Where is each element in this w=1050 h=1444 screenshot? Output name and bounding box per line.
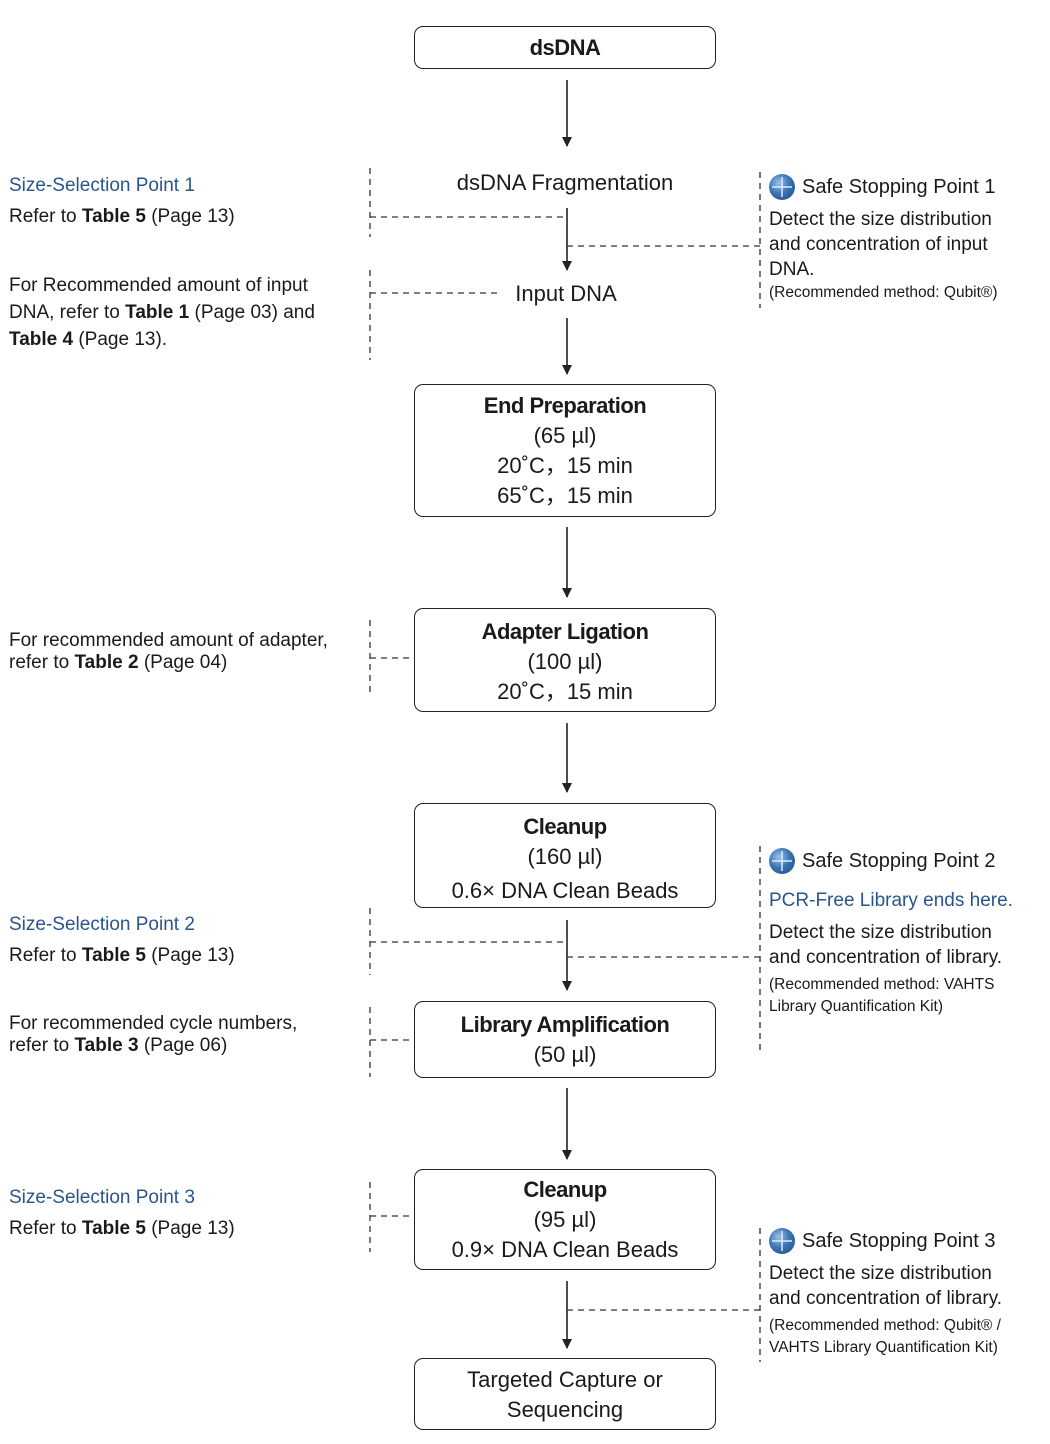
input-line1: For Recommended amount of input: [9, 275, 308, 296]
globe-icon: [769, 174, 795, 200]
globe-icon: [769, 1228, 795, 1254]
input-l2-pre: DNA, refer to: [9, 302, 126, 323]
step-final: Targeted Capture or Sequencing: [414, 1358, 716, 1430]
stop3-method2: VAHTS Library Quantification Kit): [769, 1339, 998, 1356]
step-fragmentation: dsDNA Fragmentation: [456, 170, 674, 195]
ligation-volume: (100 µl): [527, 649, 603, 674]
input-table4-ref: Table 4: [9, 329, 74, 350]
step-cleanup-1: Cleanup (160 µl) 0.6× DNA Clean Beads: [414, 803, 716, 908]
end-prep-cond2: 65˚C，15 min: [497, 483, 633, 508]
stop3-title: Safe Stopping Point 3: [802, 1229, 996, 1252]
ssp2-table-ref: Table 5: [81, 945, 146, 966]
cleanup1-title: Cleanup: [523, 814, 607, 839]
stop3-line1: Detect the size distribution: [769, 1263, 992, 1284]
globe-icon: [769, 848, 795, 874]
cycles-l2-pre: refer to: [9, 1035, 75, 1056]
ssp2-title: Size-Selection Point 2: [9, 914, 195, 935]
adapter-table2-ref: Table 2: [74, 652, 139, 673]
cycles-table3-ref: Table 3: [74, 1035, 139, 1056]
amplification-title: Library Amplification: [460, 1012, 670, 1037]
stop3-method1: (Recommended method: Qubit® /: [769, 1317, 1001, 1334]
ligation-title: Adapter Ligation: [481, 619, 649, 644]
note-size-selection-1: Size-Selection Point 1 Refer to Table 5 …: [9, 172, 359, 230]
step-dsdna-label: dsDNA: [529, 35, 601, 60]
step-cleanup-2: Cleanup (95 µl) 0.9× DNA Clean Beads: [414, 1169, 716, 1270]
cycles-line1: For recommended cycle numbers,: [9, 1013, 298, 1034]
cleanup2-volume: (95 µl): [533, 1207, 597, 1232]
ligation-cond: 20˚C，15 min: [497, 679, 633, 704]
cleanup2-title: Cleanup: [523, 1177, 607, 1202]
ssp3-table-ref: Table 5: [81, 1218, 146, 1239]
safe-stop-3: Safe Stopping Point 3 Detect the size di…: [769, 1227, 1047, 1359]
amplification-volume: (50 µl): [533, 1042, 597, 1067]
step-library-amplification: Library Amplification (50 µl): [414, 1001, 716, 1078]
ssp2-pre: Refer to: [9, 945, 82, 966]
stop2-line1: Detect the size distribution: [769, 922, 992, 943]
ssp1-title: Size-Selection Point 1: [9, 175, 195, 196]
step-input-dna: Input DNA: [500, 281, 632, 307]
adapter-l2-pre: refer to: [9, 652, 75, 673]
ssp1-pre: Refer to: [9, 206, 82, 227]
cycles-l2-post: (Page 06): [138, 1035, 228, 1056]
ssp3-post: (Page 13): [145, 1218, 235, 1239]
ssp3-pre: Refer to: [9, 1218, 82, 1239]
safe-stop-1: Safe Stopping Point 1 Detect the size di…: [769, 173, 1047, 304]
stop2-line2: and concentration of library.: [769, 947, 1003, 968]
safe-stop-2: Safe Stopping Point 2 PCR-Free Library e…: [769, 847, 1047, 1018]
ssp1-table-ref: Table 5: [81, 206, 146, 227]
note-adapter-amount: For recommended amount of adapter, refer…: [9, 630, 369, 674]
cleanup1-volume: (160 µl): [527, 844, 603, 869]
input-table1-ref: Table 1: [125, 302, 190, 323]
final-line1: Targeted Capture or: [467, 1367, 663, 1392]
note-size-selection-3: Size-Selection Point 3 Refer to Table 5 …: [9, 1184, 359, 1242]
stop1-line3: DNA.: [769, 259, 815, 280]
stop1-line1: Detect the size distribution: [769, 209, 992, 230]
adapter-line1: For recommended amount of adapter,: [9, 630, 328, 651]
stop2-method1: (Recommended method: VAHTS: [769, 976, 995, 993]
input-l3-post: (Page 13).: [73, 329, 168, 350]
input-l2-post: (Page 03) and: [189, 302, 315, 323]
adapter-l2-post: (Page 04): [138, 652, 228, 673]
ssp2-post: (Page 13): [145, 945, 235, 966]
step-dsdna: dsDNA: [414, 26, 716, 69]
note-input-amount: For Recommended amount of input DNA, ref…: [9, 272, 364, 353]
note-size-selection-2: Size-Selection Point 2 Refer to Table 5 …: [9, 911, 359, 969]
cleanup1-beads: 0.6× DNA Clean Beads: [451, 878, 679, 903]
end-prep-title: End Preparation: [483, 393, 647, 418]
ssp1-post: (Page 13): [145, 206, 235, 227]
stop3-line2: and concentration of library.: [769, 1288, 1003, 1309]
ssp3-title: Size-Selection Point 3: [9, 1187, 195, 1208]
step-end-preparation: End Preparation (65 µl) 20˚C，15 min 65˚C…: [414, 384, 716, 517]
cleanup2-beads: 0.9× DNA Clean Beads: [451, 1237, 679, 1262]
final-line2: Sequencing: [506, 1397, 624, 1422]
stop1-method: (Recommended method: Qubit®): [769, 284, 998, 301]
step-adapter-ligation: Adapter Ligation (100 µl) 20˚C，15 min: [414, 608, 716, 712]
stop1-line2: and concentration of input: [769, 234, 988, 255]
stop2-method2: Library Quantification Kit): [769, 998, 944, 1015]
end-prep-volume: (65 µl): [533, 423, 597, 448]
stop1-title: Safe Stopping Point 1: [802, 175, 996, 198]
stop2-highlight: PCR-Free Library ends here.: [769, 890, 1013, 911]
stop2-title: Safe Stopping Point 2: [802, 849, 996, 872]
note-cycle-numbers: For recommended cycle numbers, refer to …: [9, 1013, 364, 1057]
end-prep-cond1: 20˚C，15 min: [497, 453, 633, 478]
